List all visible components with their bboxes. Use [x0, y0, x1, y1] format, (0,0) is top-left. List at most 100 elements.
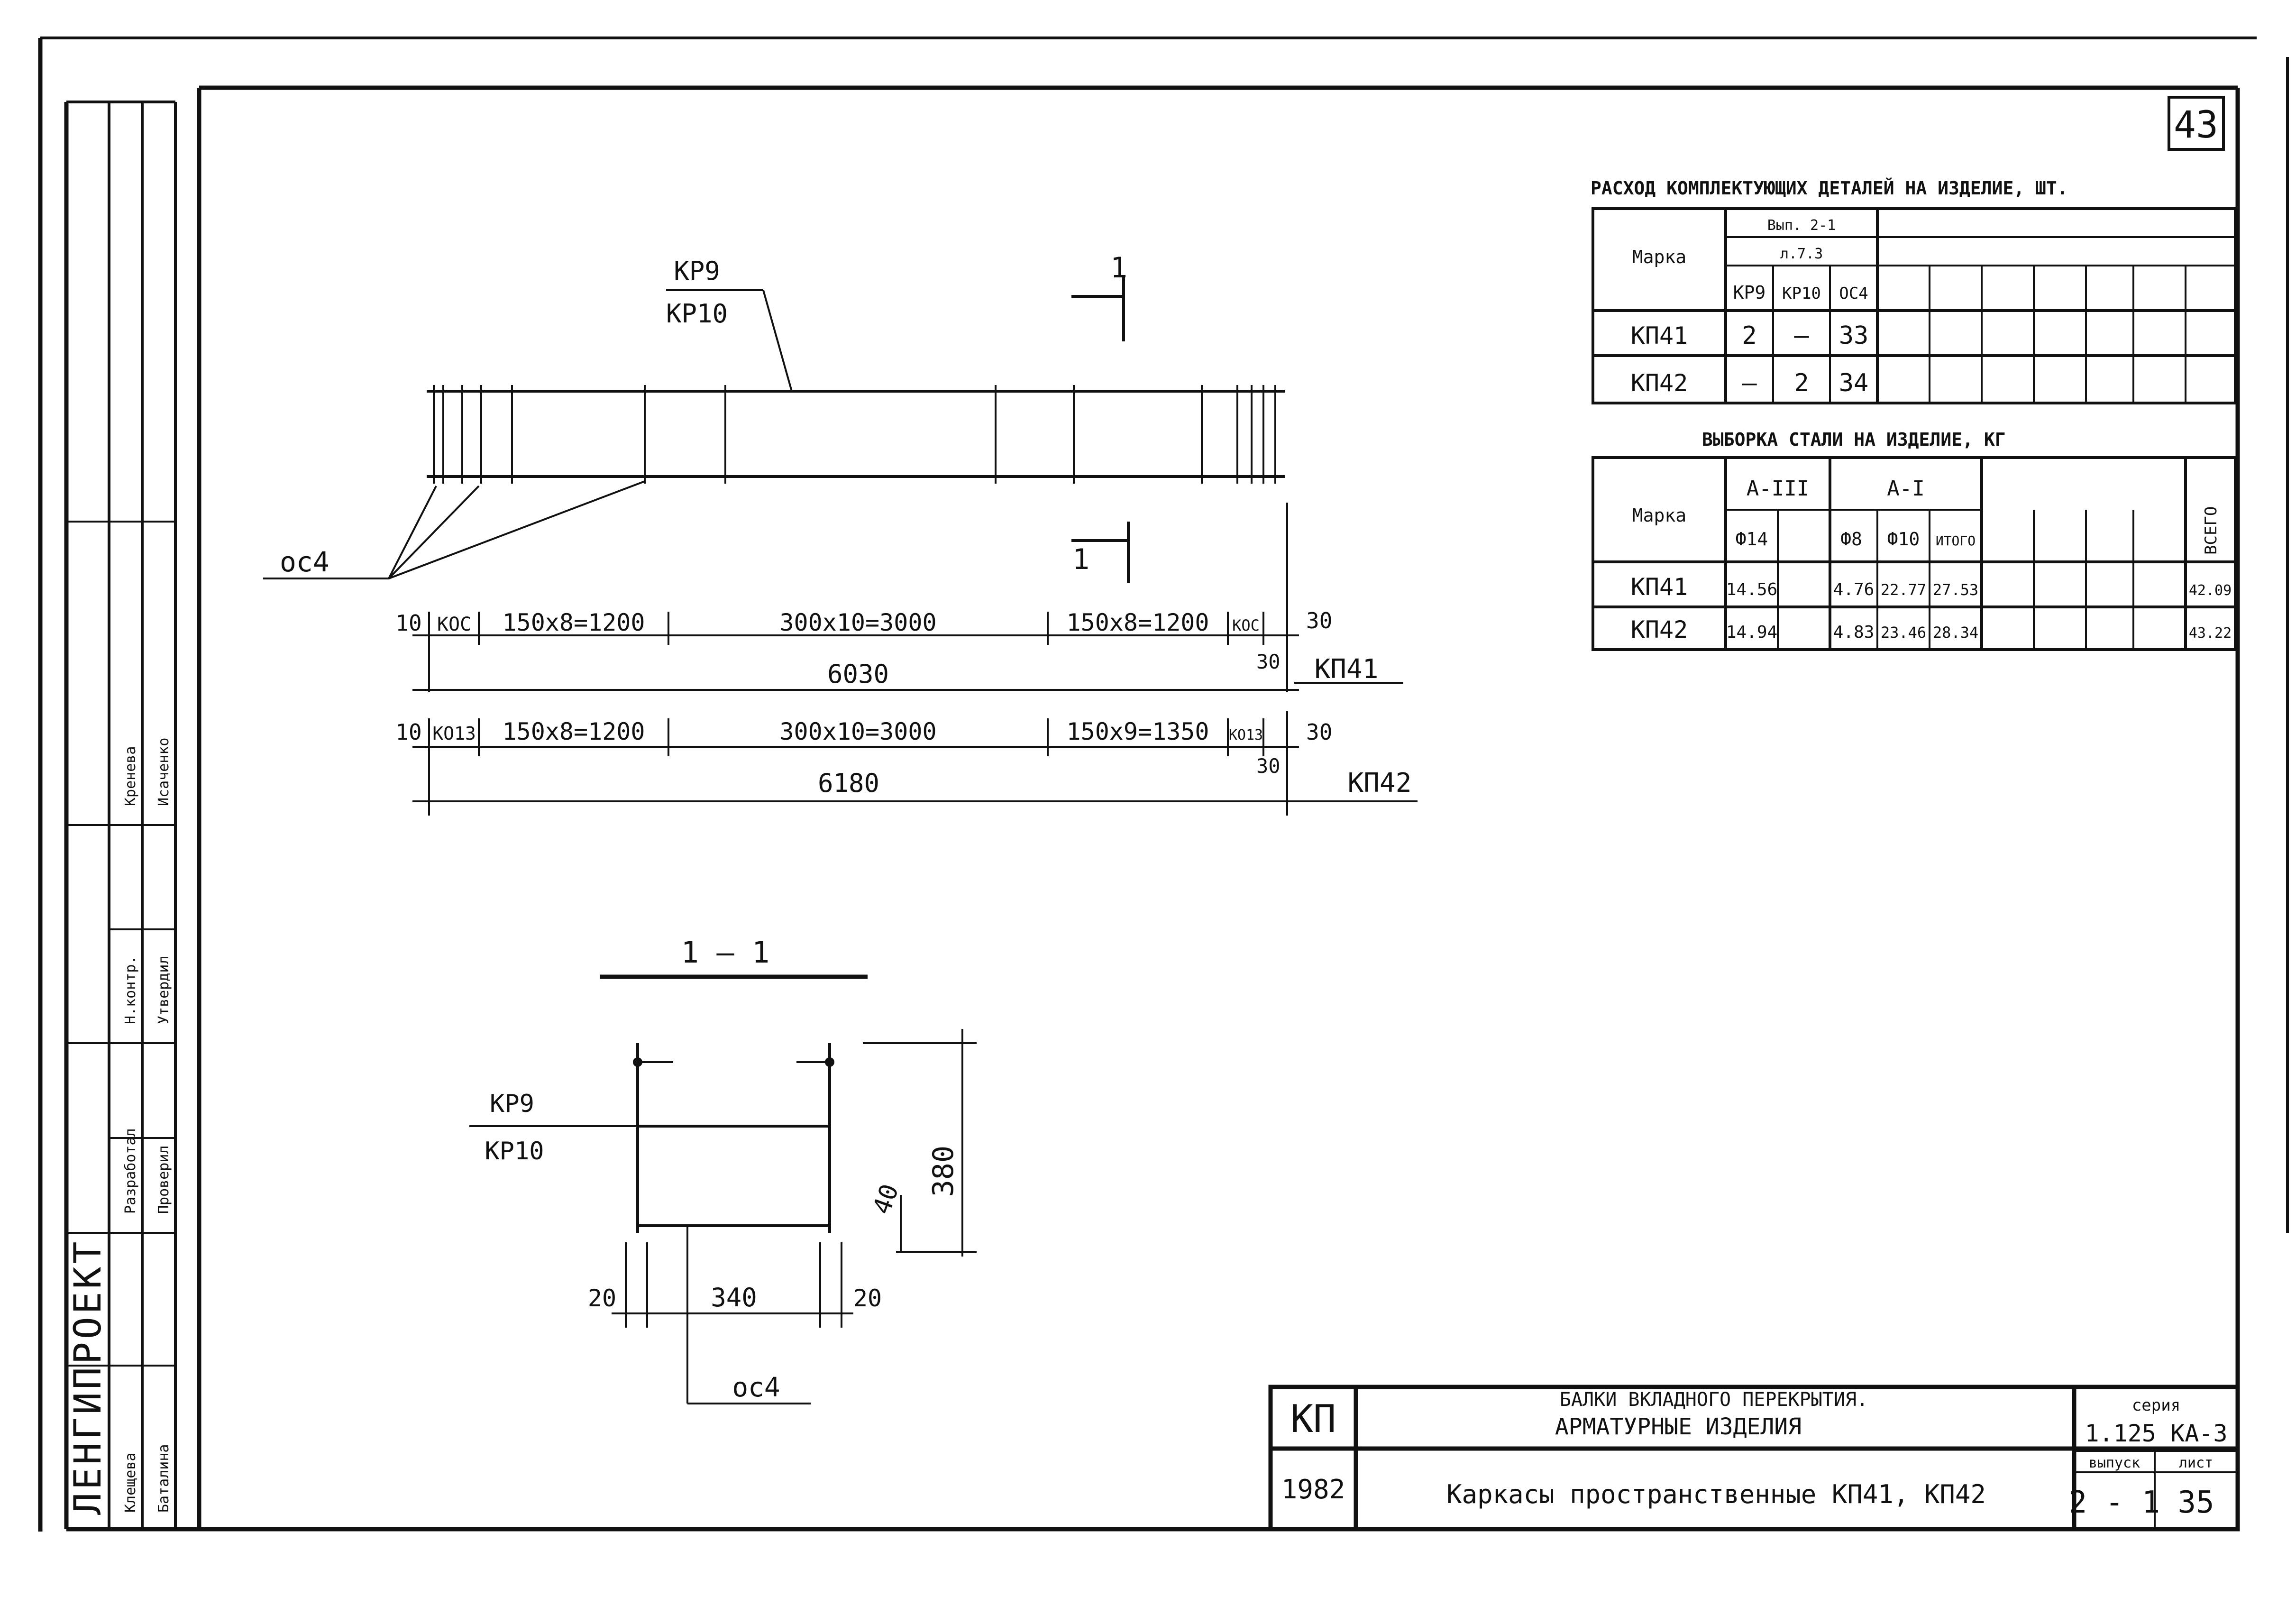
- kp42-dim-ko13-left: КО13: [432, 723, 476, 744]
- kp42-dim-30: 30: [1306, 719, 1332, 745]
- signer-name-1: Клещева: [122, 1453, 139, 1513]
- parts-col-os4: ОС4: [1839, 284, 1868, 303]
- kp41-dim-150x8-left: 150x8=1200: [502, 609, 645, 636]
- parts-table-title: РАСХОД КОМПЛЕКТУЮЩИХ ДЕТАЛЕЙ НА ИЗДЕЛИЕ,…: [1591, 178, 2068, 199]
- callout-os4: ос4: [280, 546, 329, 578]
- section-title: 1 — 1: [681, 935, 770, 970]
- steel-total-header: ВСЕГО: [2202, 506, 2221, 555]
- section-dim-380: 380: [927, 1146, 960, 1197]
- signer-name-2: Баталина: [156, 1444, 172, 1513]
- parts-row-1-kr10: —: [1794, 321, 1809, 350]
- steel-col-f8: Ф8: [1840, 529, 1862, 550]
- sheet-label: лист: [2179, 1455, 2213, 1471]
- steel-table-title: ВЫБОРКА СТАЛИ НА ИЗДЕЛИЕ, КГ: [1702, 429, 2006, 450]
- parts-group-header-2: л.7.3: [1780, 246, 1823, 262]
- drawing-title: Каркасы пространственные КП41, КП42: [1446, 1479, 1986, 1509]
- left-stamp-strip: ЛЕНГИПРОЕКТ Разработал Проверил Н.контр.…: [64, 101, 177, 1529]
- steel-row-2-f8: 4.83: [1833, 623, 1875, 642]
- cross-bars: [433, 385, 1276, 484]
- kp42-dim-150x9: 150x9=1350: [1066, 718, 1209, 745]
- parts-table: РАСХОД КОМПЛЕКТУЮЩИХ ДЕТАЛЕЙ НА ИЗДЕЛИЕ,…: [1591, 178, 2237, 404]
- section-callout-kr10: КР10: [485, 1137, 544, 1165]
- parts-row-2-kr10: 2: [1794, 369, 1809, 397]
- kp42-dim-30-lower: 30: [1256, 754, 1281, 778]
- steel-row-1-itogo: 27.53: [1933, 581, 1978, 599]
- dim-chain-kp42: 10 КО13 150x8=1200 300x10=3000 150x9=135…: [395, 711, 1418, 816]
- steel-row-2-total: 43.22: [2189, 625, 2232, 642]
- kp41-dim-10: 10: [395, 610, 421, 636]
- steel-row-1-f8: 4.76: [1833, 580, 1875, 599]
- title-subject-2: АРМАТУРНЫЕ ИЗДЕЛИЯ: [1555, 1413, 1802, 1440]
- steel-row-1-total: 42.09: [2189, 582, 2232, 599]
- steel-row-1-mark: КП41: [1631, 573, 1688, 601]
- steel-col-f10: Ф10: [1887, 529, 1920, 550]
- role-label-3: Н.контр.: [122, 956, 139, 1025]
- section-mark-bottom: 1: [1072, 543, 1089, 576]
- series-value: 1.125 КА-3: [2085, 1420, 2227, 1447]
- steel-row-2-f14: 14.94: [1726, 623, 1777, 642]
- series-label: серия: [2132, 1396, 2180, 1415]
- kp42-dim-total: 6180: [818, 768, 879, 798]
- parts-row-1-kr9: 2: [1742, 321, 1756, 350]
- parts-row-1-mark: КП41: [1631, 322, 1688, 349]
- section-callout-kr9: КР9: [490, 1090, 534, 1118]
- title-block: КП 1982 БАЛКИ ВКЛАДНОГО ПЕРЕКРЫТИЯ. АРМА…: [1268, 1385, 2240, 1532]
- role-label-1: Разработал: [122, 1128, 139, 1214]
- role-label-2: Проверил: [156, 1146, 172, 1214]
- kp41-dim-kos-right: КОС: [1232, 616, 1260, 634]
- parts-row-2-os4: 34: [1839, 369, 1869, 397]
- steel-col-f14: Ф14: [1736, 529, 1768, 550]
- section-dim-20-right: 20: [853, 1285, 882, 1312]
- kp42-mark: КП42: [1348, 768, 1412, 798]
- issue-value: 2 - 1: [2069, 1485, 2160, 1520]
- steel-table: ВЫБОРКА СТАЛИ НА ИЗДЕЛИЕ, КГ Марка А-III…: [1592, 429, 2237, 651]
- section-dim-340: 340: [711, 1283, 757, 1312]
- steel-row-1-f14: 14.56: [1726, 580, 1777, 599]
- parts-col-kr9: КР9: [1733, 282, 1766, 303]
- parts-col-kr10: КР10: [1782, 284, 1821, 303]
- steel-row-2-f10: 23.46: [1881, 624, 1926, 642]
- org-name: ЛЕНГИПРОЕКТ: [67, 1239, 110, 1515]
- sheet-value: 35: [2177, 1485, 2214, 1520]
- parts-mark-header: Марка: [1632, 247, 1686, 267]
- kp41-mark: КП41: [1315, 654, 1379, 685]
- kp41-dim-30: 30: [1306, 608, 1332, 633]
- title-year: 1982: [1281, 1474, 1345, 1505]
- steel-row-2-itogo: 28.34: [1933, 624, 1978, 642]
- steel-row-2-mark: КП42: [1631, 616, 1688, 643]
- kp42-dim-10: 10: [395, 719, 421, 745]
- signer-name-4: Исаченко: [156, 738, 172, 807]
- title-code: КП: [1290, 1397, 1336, 1441]
- page-number-box: 43: [2168, 96, 2225, 151]
- kp41-dim-150x8-right: 150x8=1200: [1066, 609, 1209, 636]
- callout-kr9: КР9: [674, 256, 720, 286]
- section-dim-20-left: 20: [588, 1285, 616, 1312]
- kp42-dim-300x10: 300x10=3000: [779, 718, 936, 745]
- kp41-dim-300x10: 300x10=3000: [779, 609, 936, 636]
- steel-group-a1: А-I: [1887, 477, 1924, 501]
- sheet-frame: [38, 37, 2289, 1532]
- signer-name-3: Кренева: [122, 746, 139, 806]
- callout-kr10: КР10: [666, 299, 728, 329]
- section-dim-40: 40: [868, 1181, 905, 1218]
- section-callout-os4: ос4: [732, 1372, 780, 1403]
- section-view: 1 — 1 КР9 КР10 380 40 20 340 20 о: [469, 935, 977, 1404]
- steel-mark-header: Марка: [1632, 505, 1686, 526]
- parts-row-2-mark: КП42: [1631, 369, 1688, 397]
- page-number: 43: [2174, 104, 2218, 147]
- kp41-dim-kos-left: КОС: [437, 614, 471, 635]
- parts-row-1-os4: 33: [1839, 321, 1869, 350]
- parts-row-2-kr9: —: [1742, 369, 1757, 397]
- kp42-dim-ko13-right: КО13: [1229, 727, 1263, 743]
- parts-group-header-1: Вып. 2-1: [1767, 217, 1836, 234]
- steel-group-a3: А-III: [1747, 477, 1809, 501]
- issue-label: выпуск: [2089, 1455, 2140, 1471]
- kp41-dim-30-lower: 30: [1256, 650, 1281, 673]
- title-subject-1: БАЛКИ ВКЛАДНОГО ПЕРЕКРЫТИЯ.: [1560, 1389, 1868, 1411]
- role-label-4: Утвердил: [156, 956, 172, 1025]
- dim-chain-kp41: 10 КОС 150x8=1200 300x10=3000 150x8=1200…: [395, 503, 1403, 692]
- plan-view: КР9 КР10 1 1 ос4 10 КОС 150x8=1200: [263, 251, 1418, 816]
- kp42-dim-150x8: 150x8=1200: [502, 718, 645, 745]
- steel-row-1-f10: 22.77: [1881, 581, 1926, 599]
